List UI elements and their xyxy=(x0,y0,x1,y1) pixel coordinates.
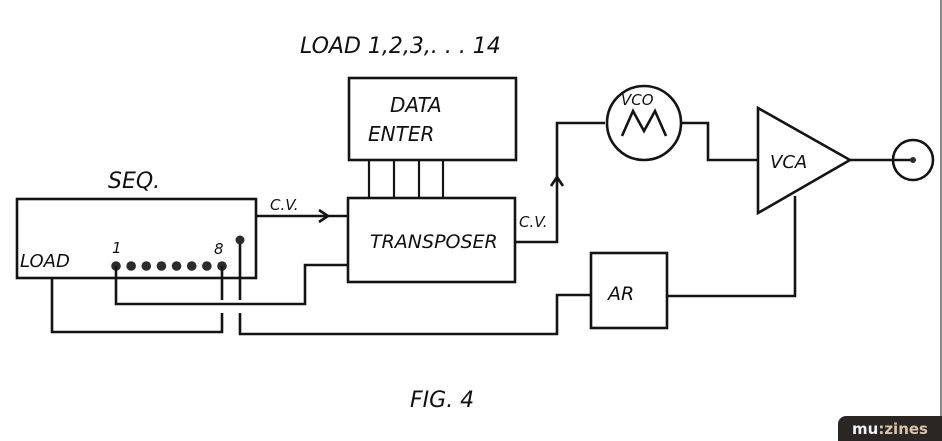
transposer-box xyxy=(346,196,517,284)
seq-cv-arrow-icon xyxy=(318,208,331,224)
ar-block: AR xyxy=(589,251,669,330)
ar-label: AR xyxy=(606,283,634,305)
data-enter-block: DATA ENTER xyxy=(347,76,518,162)
step-leds xyxy=(111,261,227,271)
step-led-7 xyxy=(202,261,212,271)
vca-block: VCA xyxy=(756,105,853,216)
muzines-logo: mu:zines xyxy=(838,416,942,441)
ar-to-vca-wire xyxy=(667,196,797,298)
step1-to-transposer-wire xyxy=(114,263,348,306)
transposer-cv-label: C.V. xyxy=(519,213,548,231)
output-jack-circle xyxy=(891,138,935,182)
data-bus xyxy=(367,160,445,198)
data-enter-line2: ENTER xyxy=(368,122,434,146)
data-enter-line1: DATA xyxy=(390,93,442,117)
seq-cv-label: C.V. xyxy=(270,196,299,214)
figure-caption: FIG. 4 xyxy=(410,388,474,413)
vca-label: VCA xyxy=(770,152,807,173)
step-first-label: 1 xyxy=(112,239,122,257)
step-led-3 xyxy=(141,261,152,271)
logo-mu: mu xyxy=(852,419,879,438)
logo-zines: :zines xyxy=(878,419,928,438)
ar-box xyxy=(589,251,669,330)
vca-triangle xyxy=(756,105,853,216)
sequencer-title: SEQ. xyxy=(108,169,160,194)
vco-label: VCO xyxy=(621,91,654,109)
step-led-6 xyxy=(186,261,197,271)
triangle-wave-icon xyxy=(620,108,668,137)
sequencer-block: SEQ. LOAD 1 8 xyxy=(15,169,258,280)
sequencer-box xyxy=(15,197,258,280)
vco-block: VCO xyxy=(605,84,683,162)
step-last-label: 8 xyxy=(214,240,224,258)
data-enter-box xyxy=(347,76,518,162)
load-to-step8-wire xyxy=(50,278,224,334)
output-jack-dot xyxy=(910,157,916,163)
sequencer-load-label: LOAD xyxy=(20,251,70,272)
step-led-2 xyxy=(126,261,136,271)
gate-to-ar-wire xyxy=(238,293,591,336)
gate-output-jack xyxy=(235,235,245,245)
transposer-block: TRANSPOSER xyxy=(346,196,517,284)
transposer-label: TRANSPOSER xyxy=(370,231,498,253)
load-sequence-label: LOAD 1,2,3,. . . 14 xyxy=(300,34,501,59)
step-led-5 xyxy=(171,261,182,271)
transposer-cv-arrow-icon xyxy=(549,174,565,187)
vco-to-vca-wire xyxy=(681,121,758,162)
step-led-4 xyxy=(156,261,167,271)
transposer-cv-wire xyxy=(515,121,605,244)
page-edge xyxy=(940,0,942,416)
